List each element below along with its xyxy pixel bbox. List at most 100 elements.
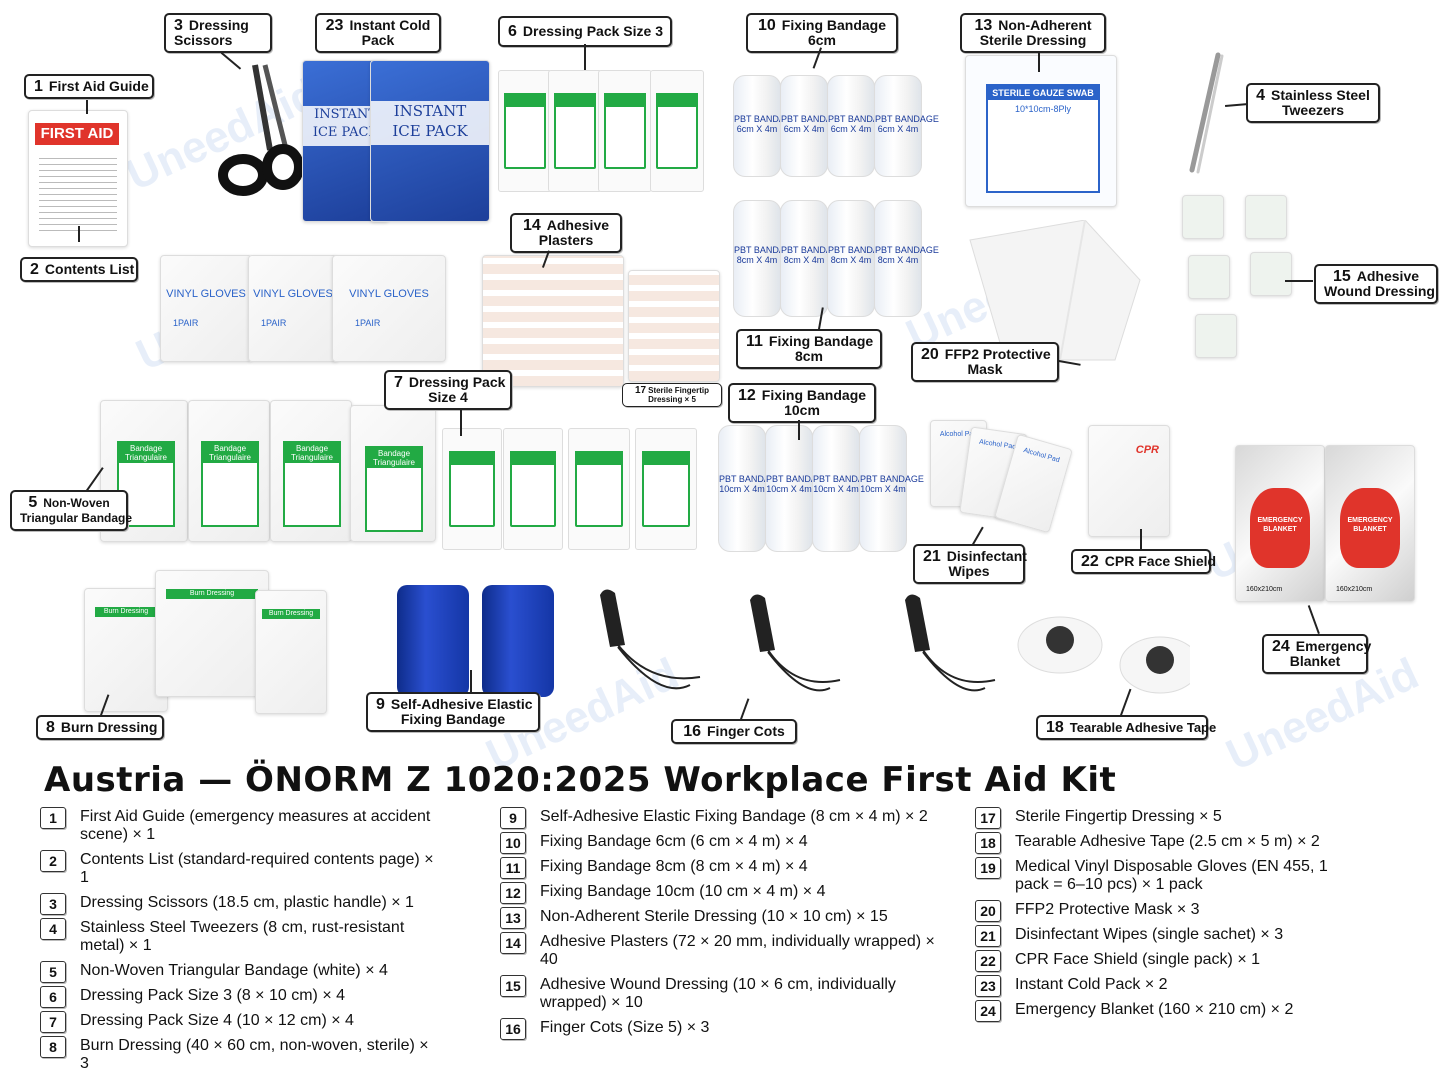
- bandage-label: PBT BANDAGE 10cm X 4m: [860, 473, 924, 494]
- bandage-label: PBT BANDAGE 8cm X 4m: [734, 244, 798, 265]
- item-number-badge: 9: [500, 807, 526, 829]
- emergency-blanket-image: EMERGENCY BLANKET 160x210cm: [1325, 445, 1415, 602]
- bandage-label: PBT BANDAGE 6cm X 4m: [828, 114, 892, 134]
- leader-line: [1038, 52, 1040, 72]
- leader-line: [584, 44, 586, 70]
- leader-line: [1140, 529, 1142, 549]
- bandage-label: PBT BANDAGE 8cm X 4m: [781, 244, 845, 265]
- item-number-badge: 22: [975, 950, 1001, 972]
- item-description: Fixing Bandage 6cm (6 cm × 4 m) × 4: [540, 833, 808, 850]
- gauze-label: STERILE GAUZE SWAB: [988, 86, 1098, 100]
- contents-list-item: 12 Fixing Bandage 10cm (10 cm × 4 m) × 4: [500, 882, 940, 904]
- burn-dressing-image: Burn Dressing: [255, 590, 327, 714]
- item-description: Dressing Scissors (18.5 cm, plastic hand…: [80, 894, 414, 911]
- item-number-badge: 13: [500, 907, 526, 929]
- elastic-bandage-image: [482, 585, 554, 697]
- item-number-badge: 19: [975, 857, 1001, 879]
- item-description: Medical Vinyl Disposable Gloves (EN 455,…: [1015, 858, 1328, 893]
- elastic-bandage-image: [397, 585, 469, 697]
- contents-list-item: 8 Burn Dressing (40 × 60 cm, non-woven, s…: [40, 1036, 440, 1073]
- vinyl-gloves-image: VINYL GLOVES 1PAIR: [160, 255, 252, 362]
- triangular-label: Bandage Triangulaire: [285, 443, 339, 463]
- item-description: Fixing Bandage 10cm (10 cm × 4 m) × 4: [540, 883, 826, 900]
- item-number-badge: 11: [500, 857, 526, 879]
- item-number-badge: 2: [40, 850, 66, 872]
- item-number-badge: 12: [500, 882, 526, 904]
- bandage-roll-8cm: PBT BANDAGE 8cm X 4m: [827, 200, 892, 317]
- triangular-bandage-image: Bandage Triangulaire: [270, 400, 352, 542]
- finger-cot-icon: [750, 594, 841, 692]
- finger-cot-icon: [600, 589, 701, 690]
- dressing-pack-size4-image: [442, 428, 502, 550]
- bandage-roll-6cm: PBT BANDAGE 6cm X 4m: [780, 75, 845, 177]
- triangular-label: Bandage Triangulaire: [119, 443, 173, 463]
- item-description: Dressing Pack Size 4 (10 × 12 cm) × 4: [80, 1012, 354, 1029]
- blanket-size-label: 160x210cm: [1246, 586, 1283, 593]
- first-aid-guide-image: FIRST AID: [28, 110, 128, 247]
- dressing-pack-size3-image: [548, 70, 602, 192]
- item-number-badge: 15: [500, 975, 526, 997]
- item-description: CPR Face Shield (single pack) × 1: [1015, 951, 1260, 968]
- gloves-pair-label: 1PAIR: [261, 318, 287, 328]
- cpr-label: CPR: [1135, 444, 1159, 456]
- contents-list-item: 9 Self-Adhesive Elastic Fixing Bandage (8…: [500, 807, 940, 829]
- leader-line: [78, 226, 80, 242]
- item-description: Sterile Fingertip Dressing × 5: [1015, 808, 1222, 825]
- burn-label: Burn Dressing: [166, 589, 258, 599]
- item-number-badge: 21: [975, 925, 1001, 947]
- burn-dressing-image: Burn Dressing: [155, 570, 269, 697]
- bandage-label: PBT BANDAGE 6cm X 4m: [734, 114, 798, 134]
- item-description: Self-Adhesive Elastic Fixing Bandage (8 …: [540, 808, 928, 825]
- wound-dressing-image: [1188, 255, 1230, 299]
- bandage-roll-8cm: PBT BANDAGE 8cm X 4m: [874, 200, 939, 317]
- contents-list-item: 22 CPR Face Shield (single pack) × 1: [975, 950, 1345, 972]
- burn-label: Burn Dressing: [95, 607, 157, 617]
- dressing-pack-size3-image: [598, 70, 652, 192]
- bandage-roll-6cm: PBT BANDAGE 6cm X 4m: [827, 75, 892, 177]
- item-number-badge: 6: [40, 986, 66, 1008]
- item-number-badge: 8: [40, 1036, 66, 1058]
- item-number-badge: 1: [40, 807, 66, 829]
- item-number-badge: 16: [500, 1018, 526, 1040]
- dressing-pack-size4-image: [568, 428, 630, 550]
- burn-label: Burn Dressing: [262, 609, 320, 619]
- product-photo-stage: UneedAid UneedAid UneedAid UneedAid Unee…: [10, 13, 1438, 780]
- triangular-label: Bandage Triangulaire: [367, 448, 421, 468]
- wound-dressing-image: [1195, 314, 1237, 358]
- bandage-label: PBT BANDAGE 8cm X 4m: [828, 244, 892, 265]
- wound-dressing-image: [1250, 252, 1292, 296]
- bandage-label: PBT BANDAGE 10cm X 4m: [766, 473, 830, 494]
- item-description: Adhesive Plasters (72 × 20 mm, individua…: [540, 933, 935, 968]
- item-description: Instant Cold Pack × 2: [1015, 976, 1168, 993]
- leader-line: [86, 100, 88, 114]
- item-description: Non-Woven Triangular Bandage (white) × 4: [80, 962, 388, 979]
- blanket-label: EMERGENCY BLANKET: [1250, 488, 1310, 568]
- bandage-label: PBT BANDAGE 8cm X 4m: [875, 244, 939, 265]
- ffp2-mask-icon: [969, 220, 1141, 361]
- item-description: Burn Dressing (40 × 60 cm, non-woven, st…: [80, 1037, 429, 1072]
- dressing-pack-size3-image: [498, 70, 552, 192]
- ice-pack-image: INSTANT ICE PACK: [370, 60, 490, 222]
- gauze-inner: STERILE GAUZE SWAB 10*10cm-8Ply: [986, 84, 1100, 193]
- item-description: Tearable Adhesive Tape (2.5 cm × 5 m) × …: [1015, 833, 1320, 850]
- leader-line: [1307, 605, 1320, 634]
- blanket-size-label: 160x210cm: [1336, 586, 1373, 593]
- vinyl-gloves-image: VINYL GLOVES 1PAIR: [248, 255, 338, 362]
